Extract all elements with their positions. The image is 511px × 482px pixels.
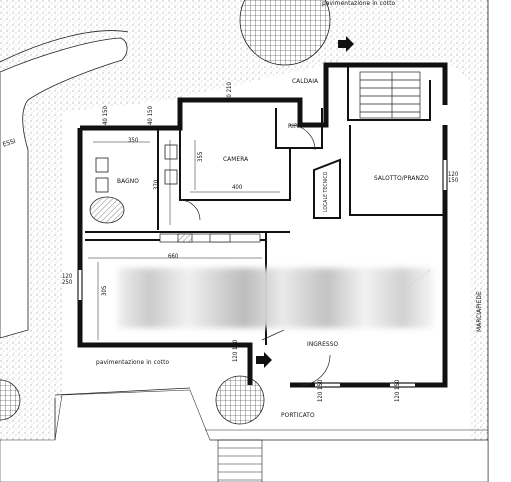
dim-120-150-a: 120 150 xyxy=(448,171,459,184)
dim-355: 355 xyxy=(197,151,204,162)
label-ingresso: INGRESSO xyxy=(307,340,339,348)
label-caldaia: CALDAIA xyxy=(292,77,319,85)
dim-400: 400 xyxy=(232,184,243,191)
label-bagno: BAGNO xyxy=(117,177,139,185)
dim-40-150-b: 40 150 xyxy=(147,106,154,125)
label-rip: RIP. xyxy=(288,122,299,130)
dim-660: 660 xyxy=(168,253,179,260)
label-locale-tecnico: LOCALE TECNICO xyxy=(323,171,329,212)
dim-120-150-b: 120 150 xyxy=(232,339,239,362)
dim-40-150-a: 40 150 xyxy=(102,106,109,125)
dim-90-210: 90 210 xyxy=(226,82,233,101)
paved-path xyxy=(0,37,128,339)
entrance-arrow-icon xyxy=(256,36,354,368)
staircase xyxy=(359,71,421,119)
label-marciapiede: MARCIAPIEDE xyxy=(475,291,483,332)
label-pav-bottom: pavimentazione in cotto xyxy=(96,358,170,366)
dim-350: 350 xyxy=(128,137,139,144)
tree-icon xyxy=(0,0,331,425)
label-camera: CAMERA xyxy=(223,155,249,163)
paved-edge xyxy=(0,30,129,63)
dim-370: 370 xyxy=(153,179,160,190)
windows xyxy=(77,160,448,388)
label-porticato: PORTICATO xyxy=(281,411,315,419)
dim-120-150-bot-b: 120 150 xyxy=(394,379,401,402)
kitchen-counter xyxy=(159,233,261,243)
label-pav-top: pavimentazione in cotto xyxy=(322,0,396,7)
entrance-steps xyxy=(217,439,263,482)
porch-paving xyxy=(0,389,489,482)
dim-305: 305 xyxy=(101,285,108,296)
bathroom-fixtures xyxy=(89,144,178,224)
label-soggiorno: SALOTTO/PRANZO xyxy=(374,174,429,182)
dim-120-250: 120 250 xyxy=(62,273,73,286)
walls xyxy=(77,62,448,388)
sidewalk xyxy=(488,0,511,482)
dim-120-150-bot-a: 120 150 xyxy=(317,379,324,402)
dimension-lines xyxy=(88,140,280,340)
blurred-watermark xyxy=(118,268,434,328)
